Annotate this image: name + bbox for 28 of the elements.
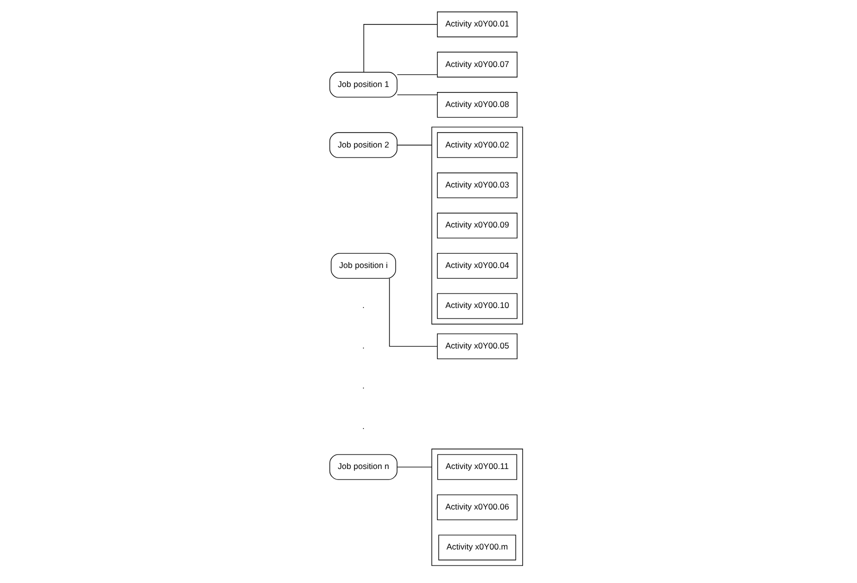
node-box: Activity x0Y00.01 — [436, 12, 517, 38]
node-box: Activity x0Y00.08 — [436, 92, 517, 118]
cluster — [430, 126, 523, 324]
label: . — [362, 420, 364, 431]
label: . — [362, 340, 364, 350]
connector — [396, 74, 438, 76]
connector — [396, 144, 432, 146]
node-box: Activity x0Y00.02 — [436, 132, 517, 158]
node-box: Activity x0Y00.11 — [436, 454, 517, 480]
node-box: Activity x0Y00.07 — [436, 52, 517, 78]
node-box: Activity x0Y00.10 — [436, 293, 517, 319]
cluster — [430, 448, 523, 566]
node-box: Activity x0Y00.05 — [436, 333, 517, 360]
label: . — [362, 300, 364, 310]
node-box: Job position i — [330, 252, 396, 279]
node-box: Activity x0Y00.04 — [436, 252, 517, 279]
label: . — [362, 380, 364, 391]
connector — [396, 94, 438, 96]
node-box: Activity x0Y00.09 — [436, 212, 517, 238]
node-box: Activity x0Y00.m — [438, 534, 516, 560]
connector — [362, 24, 438, 73]
node-box: Job position 2 — [328, 132, 397, 158]
node-box: Job position 1 — [328, 72, 397, 98]
connector — [388, 278, 438, 347]
connector — [396, 466, 432, 468]
node-box: Activity x0Y00.03 — [436, 172, 517, 198]
node-box: Activity x0Y00.06 — [436, 494, 517, 520]
node-box: Job position n — [328, 454, 397, 480]
